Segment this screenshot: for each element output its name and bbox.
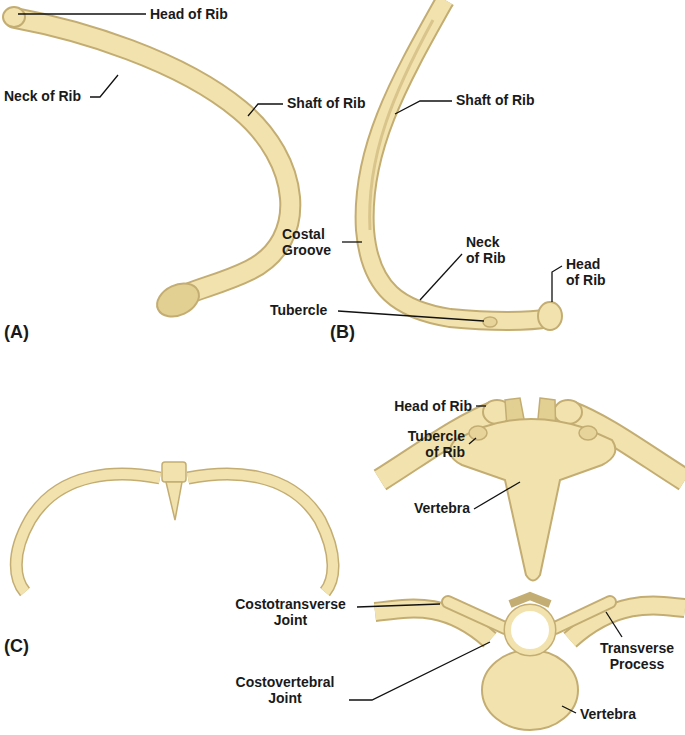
- leader-line: [357, 604, 440, 607]
- leader-line: [349, 642, 490, 700]
- part-label: Costovertebral Joint: [225, 674, 345, 706]
- transverse-process: [555, 602, 610, 628]
- rib-shaft: [365, 0, 548, 321]
- vertebral-foramen: [508, 608, 552, 652]
- panel-letter: (A): [4, 322, 29, 342]
- rib-outline: [16, 474, 160, 592]
- rib-shaft: [188, 474, 333, 592]
- vertebra: [162, 462, 186, 482]
- part-label: Tubercle of Rib: [395, 428, 465, 460]
- panel-letter: (B): [330, 322, 355, 342]
- rib-cage-overview: [16, 462, 333, 592]
- rib-shaft: [15, 18, 290, 300]
- vertebral-arch: [508, 608, 552, 652]
- leader-line: [606, 612, 622, 637]
- leader-line: [338, 311, 484, 321]
- vertebral-body: [482, 650, 578, 730]
- leader-line: [342, 241, 362, 242]
- part-label: Transverse Process: [593, 640, 681, 672]
- vertebra-superior-view: [375, 596, 685, 730]
- rib-head: [3, 7, 25, 27]
- rib-head: [538, 302, 562, 330]
- leader-line: [18, 13, 146, 14]
- rib-a: [3, 7, 290, 323]
- part-label: Shaft of Rib: [287, 95, 366, 111]
- tubercle: [469, 426, 487, 440]
- part-label: Neck of Rib: [4, 88, 81, 104]
- part-label: Shaft of Rib: [456, 92, 535, 108]
- transverse-process: [555, 602, 610, 628]
- spinous-process: [510, 596, 550, 604]
- vertebra: [450, 419, 615, 581]
- vertebra-posterior-view: [380, 398, 685, 581]
- part-label: Tubercle: [270, 302, 327, 318]
- rib-b: [365, 0, 562, 330]
- leader-line: [476, 405, 486, 406]
- rib-outline: [365, 0, 548, 321]
- part-label: Costotransverse Joint: [228, 596, 353, 628]
- rib-end: [152, 277, 205, 323]
- leader-line: [469, 438, 476, 444]
- part-label: Neck of Rib: [466, 234, 516, 266]
- leader-line: [248, 104, 283, 116]
- transverse-process: [448, 602, 505, 628]
- leader-line: [474, 482, 520, 509]
- costal-groove: [370, 20, 433, 230]
- leader-line: [395, 101, 452, 114]
- part-label: Head of Rib: [360, 398, 472, 414]
- rib-outline: [188, 474, 333, 592]
- tubercle: [483, 317, 497, 327]
- part-label: Head of Rib: [150, 6, 228, 22]
- tubercle: [579, 426, 597, 440]
- spinous-process: [166, 482, 182, 520]
- leader-lines: [18, 14, 622, 713]
- leader-line: [562, 706, 576, 713]
- part-label: Costal Groove: [282, 226, 342, 258]
- rib-outline: [15, 18, 290, 300]
- leader-line: [420, 254, 462, 300]
- transverse-process: [448, 602, 505, 628]
- leader-line: [90, 75, 118, 97]
- leader-line: [552, 266, 562, 302]
- rib-shaft: [16, 474, 160, 592]
- part-label: Vertebra: [580, 706, 636, 722]
- part-label: Vertebra: [395, 500, 470, 516]
- panel-letter: (C): [4, 636, 29, 656]
- part-label: Head of Rib: [566, 256, 616, 288]
